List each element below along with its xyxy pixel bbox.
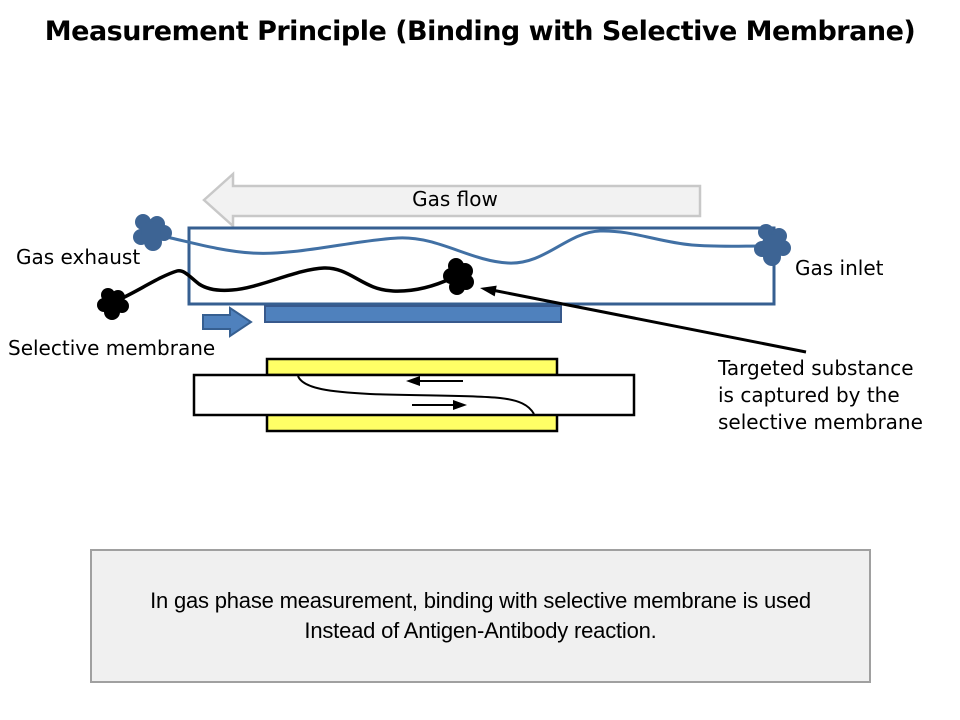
targeted-substance-annotation: Targeted substance is captured by the se… (718, 355, 923, 436)
captured-substance-blob (443, 258, 474, 295)
annotation-line-3: selective membrane (718, 410, 923, 434)
gas-channel-box (187, 226, 776, 306)
gas-flow-label: Gas flow (412, 187, 498, 211)
heater-bar-bottom (265, 412, 559, 433)
selective-membrane-label: Selective membrane (8, 336, 216, 360)
annotation-line-2: is captured by the (718, 383, 900, 407)
gas-flow-arrow (202, 171, 702, 229)
gas-inlet-label: Gas inlet (795, 256, 884, 280)
substance-path-line (114, 266, 454, 303)
annotation-arrow (480, 285, 807, 354)
note-line-2: Instead of Antigen-Antibody reaction. (304, 618, 657, 643)
gas-inlet-blob (754, 224, 791, 266)
flow-direction-arrow-right (412, 400, 467, 410)
annotation-line-1: Targeted substance (718, 356, 914, 380)
gas-exhaust-blob (133, 214, 172, 251)
heater-bar-top (265, 357, 559, 377)
slide-title: Measurement Principle (Binding with Sele… (44, 16, 916, 47)
membrane-pointer-arrow (202, 306, 253, 338)
flow-cell-curve (297, 375, 535, 415)
selective-membrane-bar (264, 305, 562, 323)
summary-note-box: In gas phase measurement, binding with s… (90, 549, 871, 683)
gas-exhaust-label: Gas exhaust (16, 245, 141, 269)
released-substance-blob (97, 288, 129, 320)
flow-direction-arrow-left (406, 376, 463, 386)
note-line-1: In gas phase measurement, binding with s… (150, 588, 811, 613)
gas-stream-line (160, 229, 762, 265)
